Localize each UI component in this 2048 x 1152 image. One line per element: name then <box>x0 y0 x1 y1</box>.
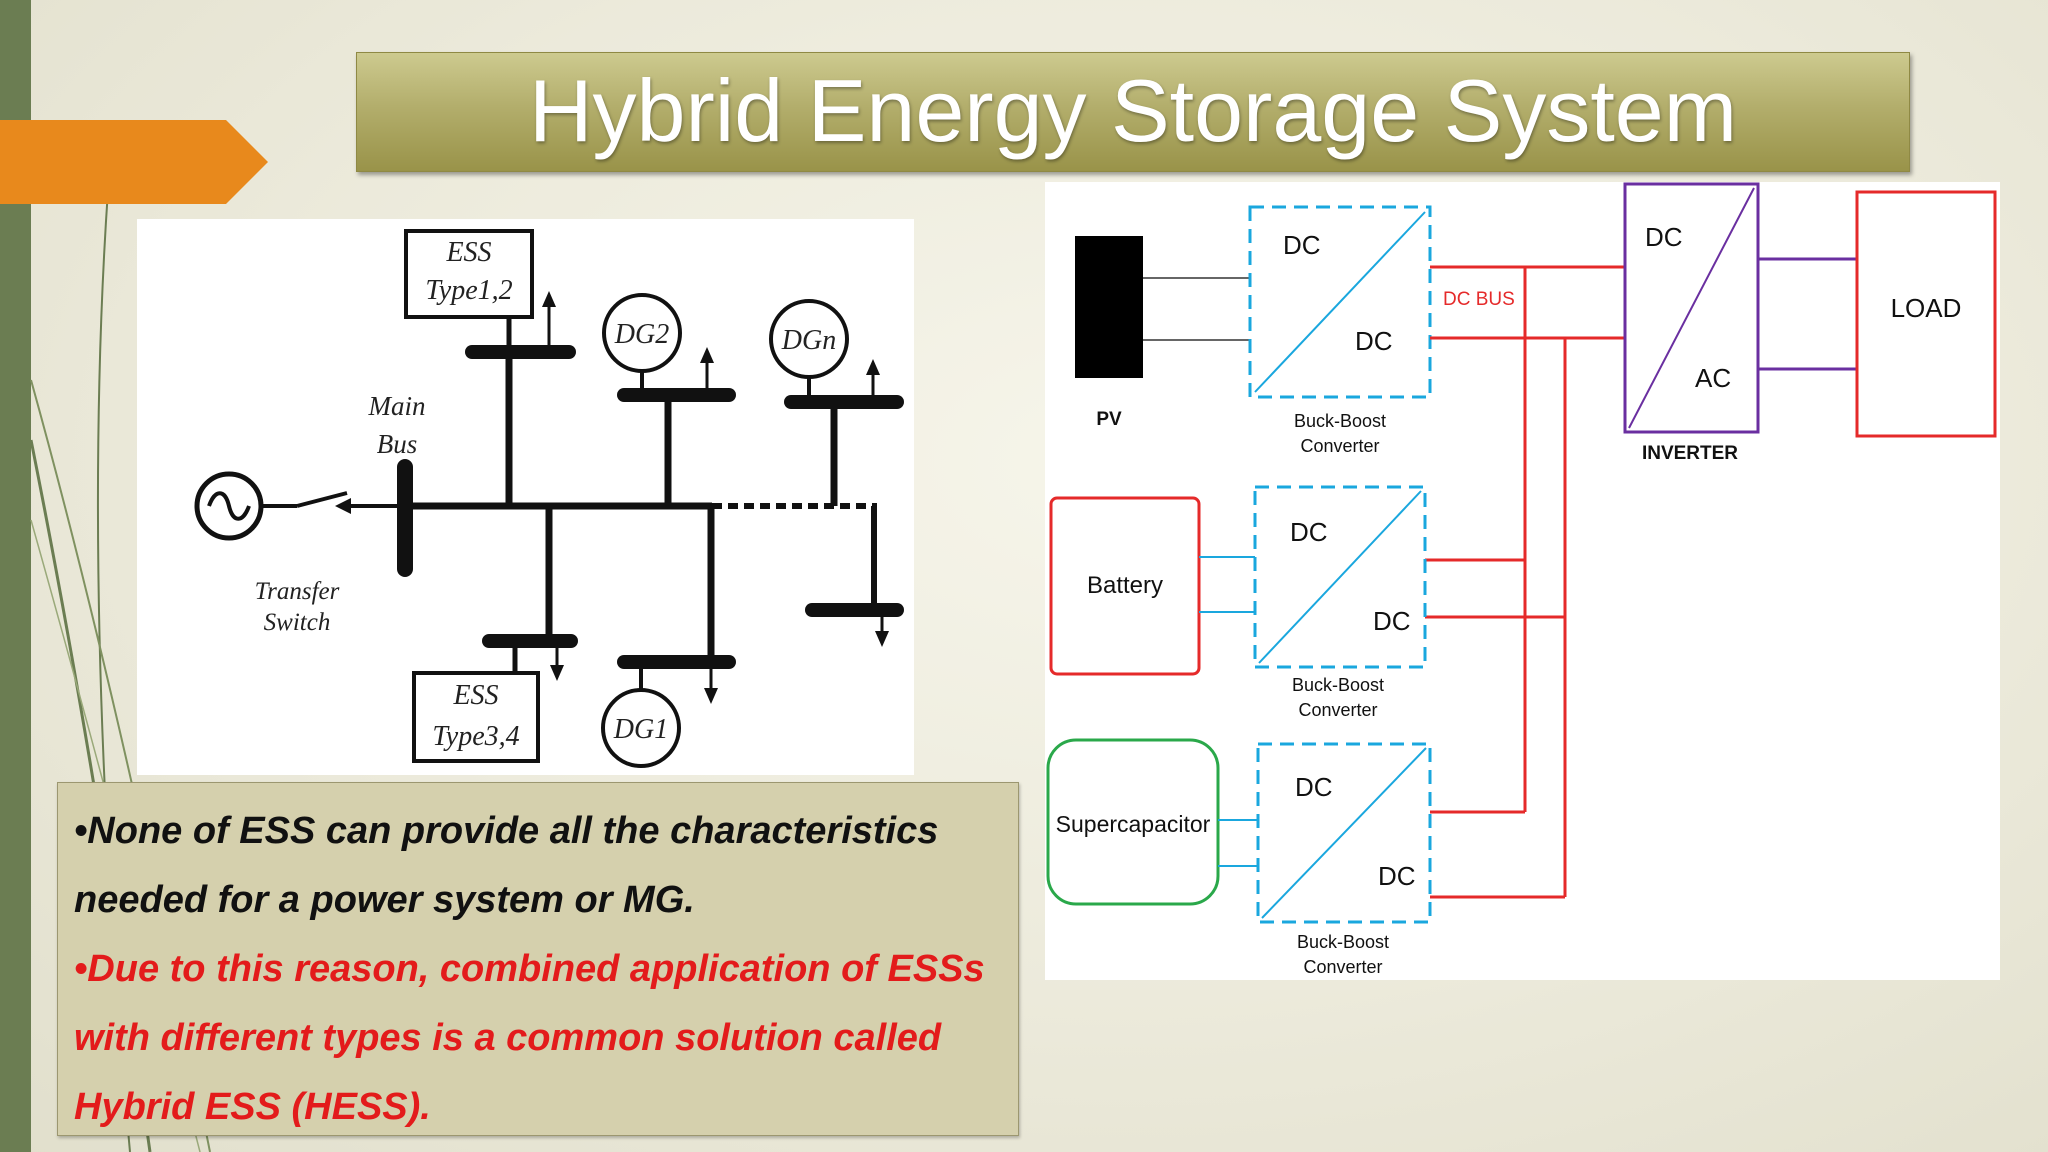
microgrid-diagram: ESS Type1,2 DG2 DGn ESS Type3,4 <box>137 219 914 775</box>
notes-box: •None of ESS can provide all the charact… <box>57 782 1019 1136</box>
supercapacitor-label: Supercapacitor <box>1056 811 1211 837</box>
note-line-2: needed for a power system or MG. <box>74 879 695 921</box>
battery-label: Battery <box>1087 572 1163 599</box>
battery-box <box>1049 496 1201 676</box>
converter-3-label-1: Buck-Boost <box>1297 932 1389 952</box>
ess-bottom-label-2: Type3,4 <box>432 721 519 752</box>
converter-3-dc-in: DC <box>1295 772 1333 802</box>
load-label: LOAD <box>1891 293 1962 323</box>
buck-boost-converter-2: DC DC Buck-Boost Converter <box>1253 485 1427 720</box>
arrow-down-icon <box>704 688 718 704</box>
title-banner: Hybrid Energy Storage System <box>356 52 1910 172</box>
arrow-up-icon <box>700 347 714 363</box>
converter-2-label-2: Converter <box>1298 700 1377 720</box>
dg2-label: DG2 <box>614 319 669 350</box>
arrow-up-icon <box>866 359 880 375</box>
dgn-generator <box>769 299 849 379</box>
ess-bottom-label-1: ESS <box>452 680 498 711</box>
dg1-generator <box>601 688 681 768</box>
orange-arrow-tab <box>0 120 268 204</box>
buck-boost-converter-1: DC DC Buck-Boost Converter <box>1248 205 1432 456</box>
dc-bus-label: DC BUS <box>1443 289 1515 310</box>
main-bus-label-1: Main <box>368 391 426 421</box>
dgn-label: DGn <box>781 325 836 356</box>
buck-boost-converter-3: DC DC Buck-Boost Converter <box>1256 742 1432 977</box>
dg2-generator <box>602 293 682 373</box>
dg1-label: DG1 <box>613 714 668 745</box>
note-line-5: Hybrid ESS (HESS). <box>74 1086 431 1128</box>
converter-3-dc-out: DC <box>1378 861 1416 891</box>
note-line-3: •Due to this reason, combined applicatio… <box>74 948 985 990</box>
converter-1-dc-out: DC <box>1355 326 1393 356</box>
transfer-switch-label-1: Transfer <box>255 578 340 605</box>
converter-1-dc-in: DC <box>1283 230 1321 260</box>
arrow-down-icon <box>875 631 889 647</box>
ess-top-label-2: Type1,2 <box>425 275 512 306</box>
note-line-4: with different types is a common solutio… <box>74 1017 942 1059</box>
ess-top-box <box>404 229 534 319</box>
ess-top-label-1: ESS <box>445 237 491 268</box>
dc-bus-lines <box>1425 265 1625 899</box>
ess-bottom-box <box>412 671 540 763</box>
converter-1-label-2: Converter <box>1300 436 1379 456</box>
converter-3-label-2: Converter <box>1303 957 1382 977</box>
transfer-switch-label-2: Switch <box>264 609 331 636</box>
arrow-down-icon <box>550 665 564 681</box>
supercapacitor-box <box>1046 738 1220 906</box>
inverter-ac: AC <box>1695 363 1731 393</box>
transfer-switch-icon <box>261 491 405 514</box>
converter-2-dc-in: DC <box>1290 517 1328 547</box>
note-line-1: •None of ESS can provide all the charact… <box>74 810 939 852</box>
pv-label: PV <box>1096 409 1122 430</box>
inverter-label: INVERTER <box>1642 443 1738 464</box>
slide-title: Hybrid Energy Storage System <box>528 61 1738 160</box>
converter-1-label-1: Buck-Boost <box>1294 411 1386 431</box>
arrow-up-icon <box>542 291 556 307</box>
inverter: DC AC INVERTER <box>1623 182 1760 464</box>
ac-source-icon <box>194 471 264 541</box>
inverter-dc: DC <box>1645 222 1683 252</box>
main-bus-label-2: Bus <box>377 429 418 459</box>
converter-2-dc-out: DC <box>1373 606 1411 636</box>
load-box <box>1855 190 1997 438</box>
hess-diagram: PV DC DC Buck-Boost Converter DC BUS <box>1045 182 2000 980</box>
converter-2-label-1: Buck-Boost <box>1292 675 1384 695</box>
pv-panel <box>1075 236 1143 378</box>
